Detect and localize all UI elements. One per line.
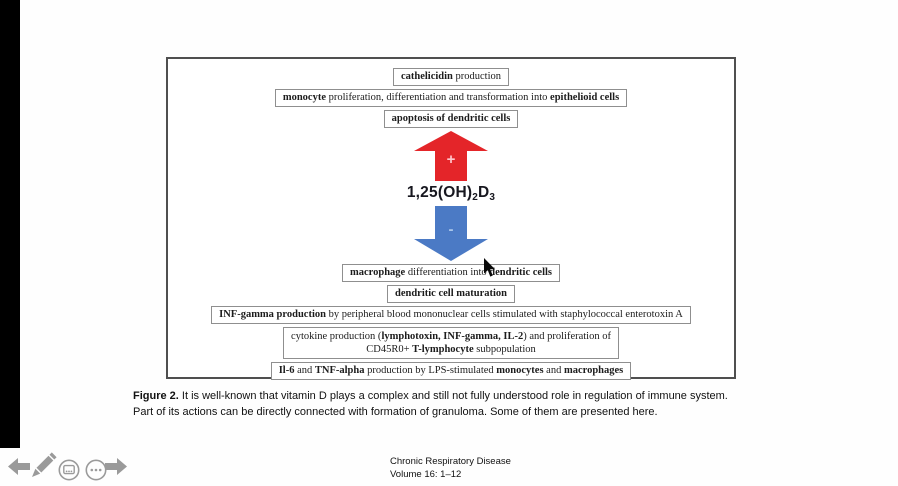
- box-il6-tnf: Il-6 and TNF-alpha production by LPS-sti…: [270, 362, 632, 380]
- box-text: production by LPS-stimulated: [364, 365, 497, 376]
- caption-label: Figure 2.: [133, 390, 179, 402]
- vitamin-label-text: D: [477, 184, 490, 201]
- box-cytokine: cytokine production (lymphotoxin, INF-ga…: [283, 327, 619, 359]
- box-text: epithelioid cells: [550, 92, 620, 103]
- box-text: cathelicidin: [400, 71, 453, 82]
- box-text: by peripheral blood mononuclear cells st…: [325, 309, 683, 320]
- vitamin-label-subscript: 2: [472, 192, 478, 203]
- box-text: dendritic cell maturation: [395, 288, 507, 299]
- down-arrow-block: -: [414, 206, 488, 261]
- box-text: and: [294, 365, 315, 376]
- box-text: differentiation into: [405, 267, 490, 278]
- box-text: Il-6: [278, 365, 295, 376]
- box-text: INF-gamma production: [219, 309, 326, 320]
- annotation-pen-icon[interactable]: [30, 452, 57, 479]
- see-all-slides-icon[interactable]: [58, 459, 80, 481]
- box-text: macrophages: [563, 365, 624, 376]
- vitamin-d-label: 1,25(OH)2D3: [407, 182, 495, 206]
- box-text-line: cytokine production (lymphotoxin, INF-ga…: [291, 330, 611, 343]
- box-text: production: [452, 71, 502, 82]
- box-text: subpopulation: [473, 344, 536, 355]
- mouse-cursor-icon: [484, 258, 495, 277]
- box-text: lymphotoxin, INF-gamma, IL-2: [381, 331, 524, 342]
- box-text: CD45R0+: [366, 344, 413, 355]
- box-cathelicidin: cathelicidin production: [392, 68, 510, 86]
- box-text: apoptosis of dendritic cells: [391, 113, 511, 124]
- journal-footer: Chronic Respiratory Disease Volume 16: 1…: [390, 455, 511, 481]
- box-inf-gamma: INF-gamma production by peripheral blood…: [211, 306, 691, 324]
- red-up-arrow-icon: [414, 131, 488, 181]
- box-text: TNF-alpha: [314, 365, 365, 376]
- plus-sign: +: [446, 150, 456, 168]
- vitamin-label-subscript: 3: [489, 192, 496, 203]
- box-text: proliferation, differentiation and trans…: [325, 92, 551, 103]
- caption-text: Part of its actions can be directly conn…: [133, 405, 658, 418]
- caption-line: Part of its actions can be directly conn…: [133, 405, 793, 421]
- box-text: monocyte: [282, 92, 326, 103]
- previous-slide-arrow-icon[interactable]: [8, 458, 30, 475]
- box-text: monocytes: [496, 365, 544, 376]
- box-apoptosis: apoptosis of dendritic cells: [383, 110, 519, 128]
- blue-down-arrow-icon: [414, 206, 488, 261]
- caption-text: It is well-known that vitamin D plays a …: [178, 390, 728, 402]
- box-text: dendritic cells: [489, 267, 552, 278]
- minus-sign: -: [448, 221, 454, 238]
- vitamin-label-text: 1,25(OH): [406, 184, 473, 201]
- next-slide-arrow-icon[interactable]: [105, 458, 127, 475]
- figure-caption: Figure 2. It is well-known that vitamin …: [133, 389, 793, 420]
- box-text: T-lymphocyte: [412, 344, 474, 355]
- box-monocyte: monocyte proliferation, differentiation …: [274, 89, 628, 107]
- journal-name: Chronic Respiratory Disease: [390, 456, 511, 467]
- figure-2-diagram: cathelicidin production monocyte prolife…: [166, 57, 736, 380]
- box-text-line: CD45R0+ T-lymphocyte subpopulation: [291, 343, 611, 356]
- caption-line: Figure 2. It is well-known that vitamin …: [133, 389, 793, 405]
- up-arrow-block: +: [414, 131, 488, 181]
- journal-volume: Volume 16: 1–12: [390, 469, 462, 480]
- box-text: and: [543, 365, 564, 376]
- box-text: macrophage: [350, 267, 406, 278]
- more-options-icon[interactable]: [85, 459, 107, 481]
- box-macrophage: macrophage differentiation into dendriti…: [342, 264, 560, 282]
- left-letterbox-bar: [0, 0, 20, 448]
- box-text: ) and proliferation of: [523, 331, 611, 342]
- box-text: cytokine production (: [291, 331, 382, 342]
- box-dendritic-maturation: dendritic cell maturation: [387, 285, 515, 303]
